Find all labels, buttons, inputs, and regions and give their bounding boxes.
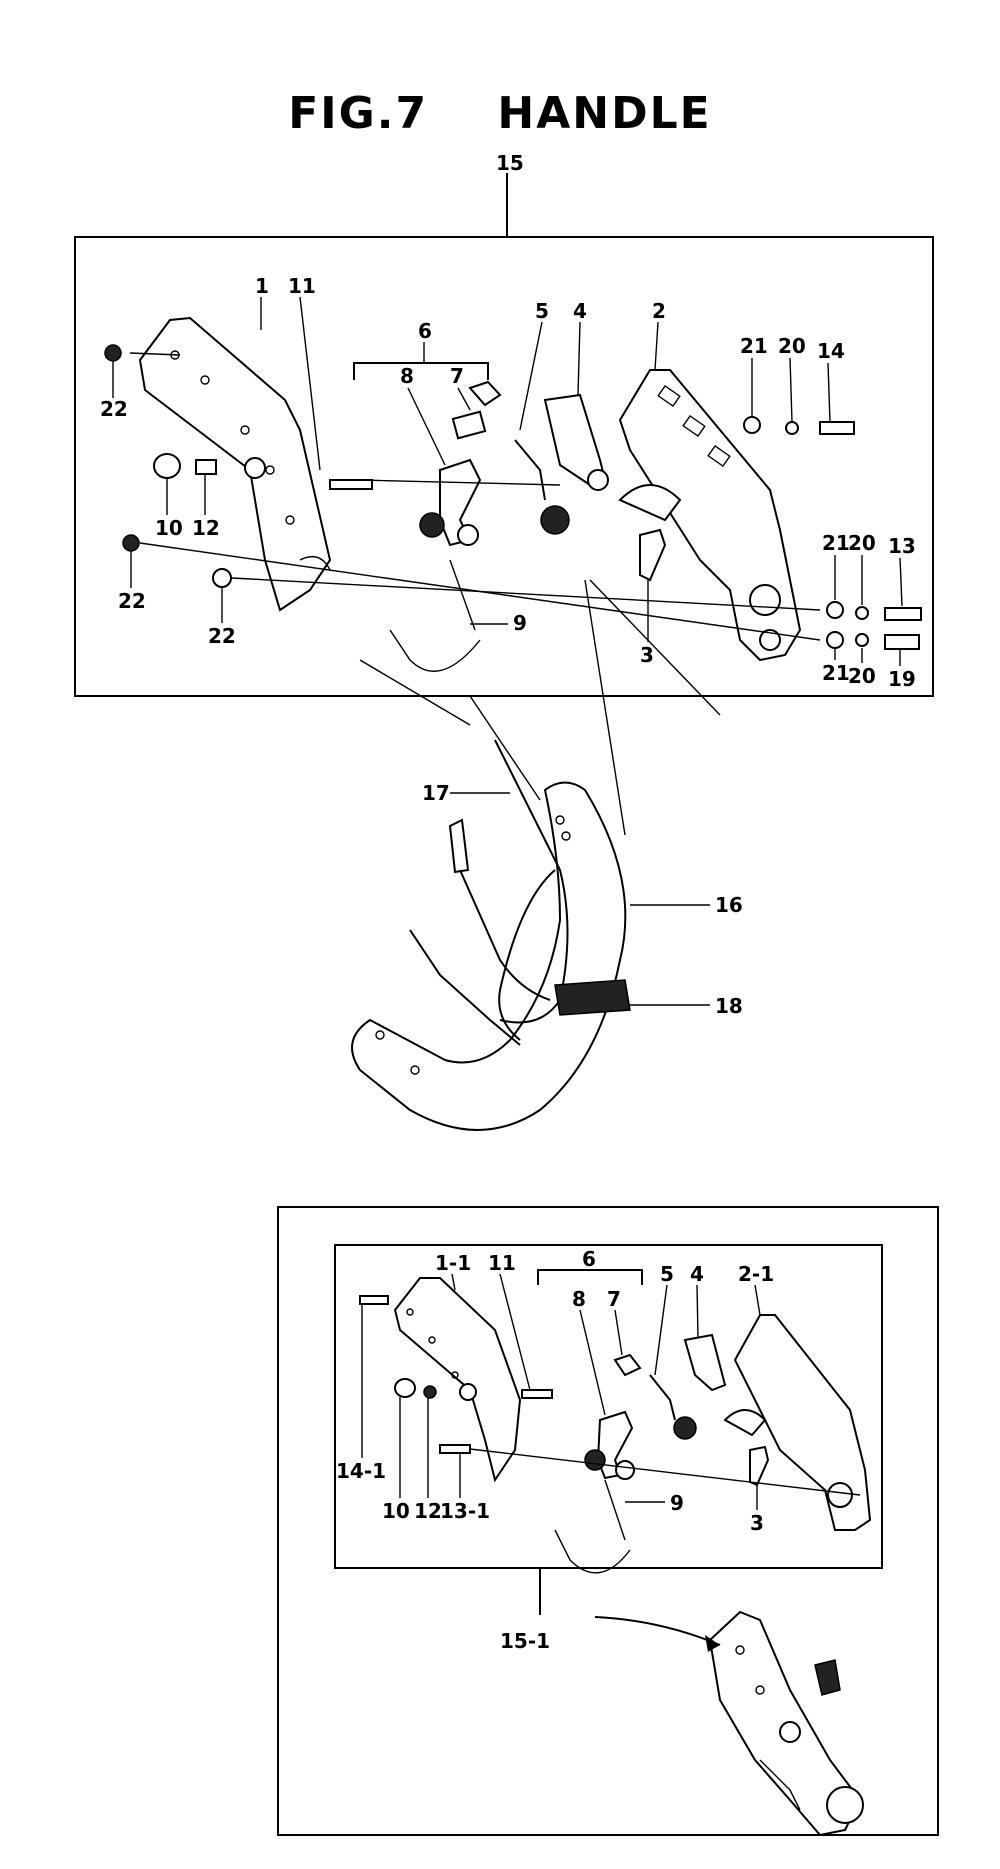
handle-bar-tube-16	[351, 781, 627, 1131]
callout-18: 18	[715, 994, 743, 1018]
callout-9: 9	[513, 611, 527, 635]
upper-callouts: 1 11 6 8 7 5 4 2 21 20 14 22 10	[100, 274, 916, 691]
nut-22c	[212, 568, 232, 588]
handle-bar-assembly: 17 16 18	[351, 579, 743, 1131]
callout-10: 10	[382, 1499, 410, 1523]
lever-assembly	[419, 380, 502, 547]
washer-21a	[743, 416, 761, 434]
callout-9: 9	[670, 1491, 684, 1515]
callout-15: 15	[496, 151, 524, 175]
callout-4: 4	[573, 299, 587, 323]
callout-4: 4	[690, 1262, 704, 1286]
callout-3: 3	[640, 643, 654, 667]
pin-11	[329, 479, 373, 490]
callout-12: 12	[192, 516, 220, 540]
callout-7: 7	[607, 1287, 621, 1311]
screw-14	[819, 421, 855, 435]
assembly-arrow	[594, 1616, 721, 1646]
assembled-handle-view	[708, 1610, 864, 1837]
lower-callouts: 1-1 11 6 8 7 5 4 2-1 14-1 10 12 13-1 9	[336, 1247, 774, 1535]
washer-20a	[785, 421, 799, 435]
screw-13-1	[439, 1444, 471, 1454]
callout-15-1: 15-1	[500, 1629, 550, 1653]
callout-2-1: 2-1	[738, 1262, 774, 1286]
callout-12: 12	[414, 1499, 442, 1523]
lower-assembly: 15-1	[277, 1206, 939, 1837]
lever-3	[639, 528, 667, 582]
nut-22a	[104, 344, 122, 362]
figure-name: HANDLE	[497, 88, 712, 139]
callout-13-1: 13-1	[440, 1499, 490, 1523]
callout-5: 5	[660, 1262, 674, 1286]
cable-9	[389, 559, 481, 672]
callout-3: 3	[750, 1511, 764, 1535]
callout-6: 6	[582, 1247, 596, 1271]
screw-19	[884, 634, 920, 650]
callout-8: 8	[572, 1287, 586, 1311]
washer-21c	[826, 631, 844, 649]
spring-12-lower	[423, 1385, 437, 1399]
callout-1-1: 1-1	[435, 1251, 471, 1275]
callout-20: 20	[848, 664, 876, 688]
callout-21: 21	[822, 661, 850, 685]
cap-10	[153, 453, 181, 479]
screw-14-1	[359, 1295, 389, 1305]
callout-2: 2	[652, 299, 666, 323]
callout-22: 22	[100, 397, 128, 421]
callout-21: 21	[822, 531, 850, 555]
lower-inner-frame	[334, 1244, 883, 1569]
callout-1: 1	[255, 274, 269, 298]
callout-11: 11	[288, 274, 316, 298]
callout-8: 8	[400, 364, 414, 388]
spring-12	[195, 459, 217, 475]
callout-14: 14	[817, 339, 845, 363]
upper-assembly-frame	[74, 236, 934, 697]
callout-22: 22	[208, 624, 236, 648]
handle-housing-part	[138, 316, 332, 612]
callout-11: 11	[488, 1251, 516, 1275]
callout-6: 6	[418, 319, 432, 343]
washer-21b	[826, 601, 844, 619]
grip-housing-2-1	[733, 1314, 872, 1531]
callout-16: 16	[715, 893, 743, 917]
figure-title: FIG.7 HANDLE	[0, 88, 1000, 139]
grip-housing-2	[618, 369, 802, 662]
callout-21: 21	[740, 334, 768, 358]
callout-17: 17	[422, 781, 450, 805]
screw-13	[884, 607, 922, 621]
spring-5	[514, 439, 570, 535]
washer-20b	[855, 606, 869, 620]
callout-19: 19	[888, 667, 916, 691]
callout-20: 20	[778, 334, 806, 358]
callout-13: 13	[888, 534, 916, 558]
figure-number: FIG.7	[288, 88, 429, 139]
pin-11-lower	[521, 1389, 553, 1399]
cable-17	[494, 739, 569, 1041]
nut-22b	[122, 534, 140, 552]
callout-20: 20	[848, 531, 876, 555]
callout-7: 7	[450, 364, 464, 388]
washer-20c	[855, 633, 869, 647]
upper-assembly: 15	[74, 151, 934, 697]
callout-10: 10	[155, 516, 183, 540]
callout-14-1: 14-1	[336, 1459, 386, 1483]
callout-22: 22	[118, 589, 146, 613]
housing-1-1	[393, 1277, 522, 1483]
callout-5: 5	[535, 299, 549, 323]
cap-10-lower	[394, 1378, 416, 1398]
lower-outer-frame	[277, 1206, 939, 1836]
clamp-18	[554, 979, 631, 1016]
